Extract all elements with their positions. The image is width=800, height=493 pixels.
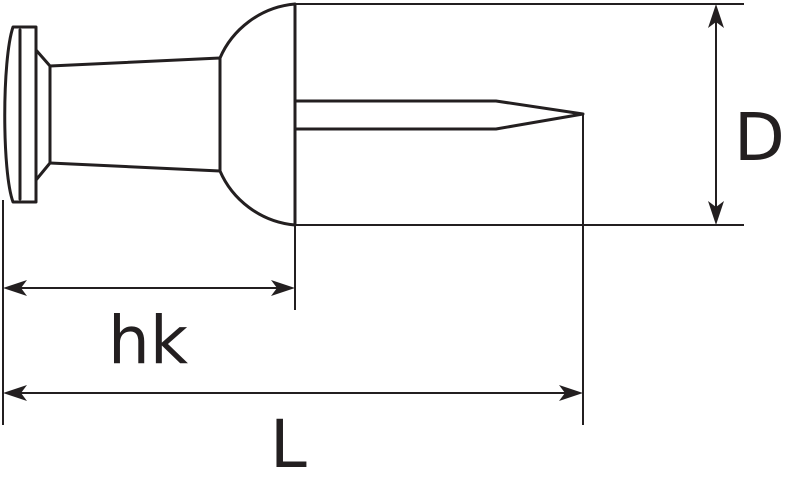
arrowhead-d-bottom [708, 201, 724, 225]
end-cap [3, 25, 38, 204]
label-hk: hk [108, 302, 189, 379]
domed-head [218, 2, 297, 227]
label-l: L [270, 406, 307, 483]
tapered-shank [48, 56, 222, 173]
extension-lines [2, 3, 744, 425]
arrowhead-l-left [3, 385, 27, 401]
dimension-hk: hk [3, 280, 295, 379]
collar [34, 48, 52, 182]
arrowhead-hk-left [3, 280, 27, 296]
dimension-l: L [3, 385, 583, 483]
arrowhead-hk-right [271, 280, 295, 296]
label-d: D [734, 99, 785, 176]
pin-part [3, 2, 585, 227]
dimension-d: D [708, 4, 785, 225]
arrowhead-d-top [708, 4, 724, 28]
arrowhead-l-right [559, 385, 583, 401]
needle-point [293, 99, 585, 131]
